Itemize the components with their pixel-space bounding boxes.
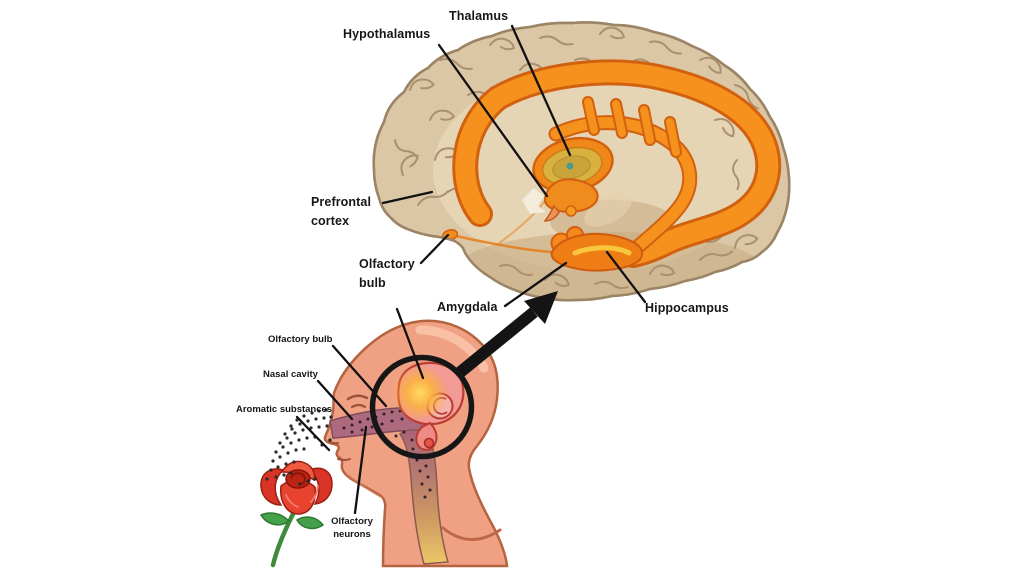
anterior-commissure-patch xyxy=(522,188,546,214)
hippocampus-leader xyxy=(605,250,647,304)
sagittal-brain-illustration xyxy=(372,21,791,302)
jaw-shading xyxy=(345,473,384,499)
mammillary-body xyxy=(565,205,577,217)
label-amygdala: Amygdala xyxy=(437,300,498,314)
inset-brain xyxy=(392,361,465,451)
mouth-line xyxy=(337,458,351,461)
olfactory-bulb-glow xyxy=(392,365,448,421)
label-nasal-cavity: Nasal cavity xyxy=(263,369,318,380)
eyebrow xyxy=(346,394,369,401)
magnifier-circle xyxy=(369,354,475,460)
label-thalamus: Thalamus xyxy=(449,9,509,23)
hippocampus-structure xyxy=(550,232,644,272)
rose-highlight-2 xyxy=(310,485,319,503)
brainstem-hint xyxy=(584,193,632,227)
shoulder-crease xyxy=(441,526,502,541)
head-profile-illustration xyxy=(323,319,509,568)
hippocampus-inner-band xyxy=(572,245,632,256)
limbic-system xyxy=(441,59,782,272)
olfactory-neurons-leader xyxy=(353,425,368,515)
brain-olfactory-bulb-leader xyxy=(419,233,450,265)
hypothalamus-leader xyxy=(437,43,549,198)
cingulate-gyrus-band xyxy=(455,62,779,265)
rose-stem xyxy=(270,511,296,568)
infundibulum-stalk xyxy=(543,204,560,222)
rose-bud xyxy=(285,469,311,489)
rose-bud-swirl xyxy=(290,472,306,485)
label-hypothalamus: Hypothalamus xyxy=(343,27,431,41)
label-olfactory-bulb-head: Olfactory bulb xyxy=(268,334,333,345)
olfactory-tract-line xyxy=(455,234,553,254)
label-olfactory-neurons: Olfactory neurons xyxy=(331,516,373,540)
inset-brainstem-curl xyxy=(423,437,435,449)
thalamus-leader xyxy=(510,24,572,157)
label-prefrontal-cortex: Prefrontal cortex xyxy=(311,195,372,228)
brain-outline-overlay xyxy=(372,21,791,302)
rose-leaf-right xyxy=(295,516,325,530)
amygdala-leader-inset xyxy=(395,307,425,380)
rose-illustration xyxy=(259,460,333,568)
rose-petal-right xyxy=(308,467,333,505)
closed-eye xyxy=(350,403,367,409)
leader-lines xyxy=(295,24,647,515)
nasal-cavity-leader xyxy=(316,379,354,421)
fornix xyxy=(550,117,696,257)
prefrontal-cortex-leader xyxy=(381,190,434,205)
label-hippocampus: Hippocampus xyxy=(645,301,729,315)
rose-highlight-1 xyxy=(285,494,299,508)
amygdala-leader-brain xyxy=(503,261,568,308)
head-olfactory-bulb-leader xyxy=(331,344,388,408)
aromatic-substances-leader xyxy=(295,415,331,452)
rose-petal-left xyxy=(260,468,285,506)
label-aromatic-substances: Aromatic substances xyxy=(236,404,333,415)
thalamus-teal-dot xyxy=(566,162,574,170)
arrowhead xyxy=(524,291,558,324)
inset-to-brain-arrow xyxy=(454,291,558,379)
label-olfactory-bulb-brain: Olfactory bulb xyxy=(359,257,415,290)
septal-rungs xyxy=(582,96,682,158)
rose-leaf-left xyxy=(259,512,291,526)
